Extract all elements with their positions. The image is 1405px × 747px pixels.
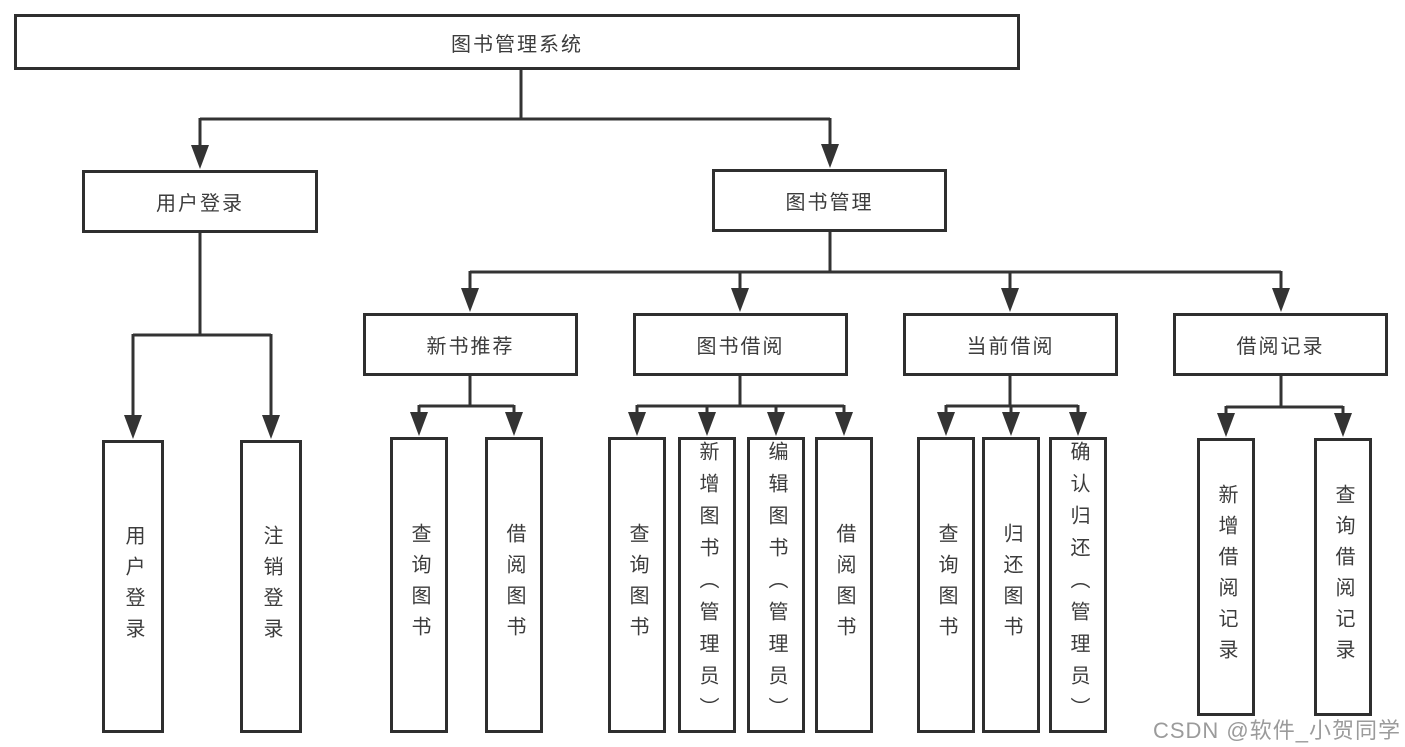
leaf-logout-label: 注销登录 (260, 524, 282, 649)
leaf-cb-return-book-label: 归还图书 (1000, 523, 1022, 647)
leaf-bb-borrow-book-label: 借阅图书 (833, 523, 855, 647)
node-new-book-rec-label: 新书推荐 (426, 336, 515, 358)
leaf-user-login-label: 用户登录 (122, 524, 144, 649)
leaf-cb-query-book: 查询图书 (917, 437, 975, 733)
leaf-br-add-record: 新增借阅记录 (1197, 438, 1255, 716)
leaf-br-query-record-label: 查询借阅记录 (1332, 484, 1354, 670)
leaf-cb-confirm-return-label: 确认归还（管理员） (1067, 441, 1089, 729)
node-book-borrow-label: 图书借阅 (696, 336, 785, 358)
leaf-bb-query-book-label: 查询图书 (626, 523, 648, 647)
leaf-bb-query-book: 查询图书 (608, 437, 666, 733)
node-borrow-records: 借阅记录 (1173, 313, 1388, 376)
node-root-label: 图书管理系统 (451, 33, 583, 56)
leaf-bb-edit-book: 编辑图书（管理员） (747, 437, 805, 733)
node-borrow-records-label: 借阅记录 (1236, 336, 1325, 358)
leaf-br-add-record-label: 新增借阅记录 (1215, 484, 1237, 670)
node-user-login-branch-label: 用户登录 (156, 193, 244, 215)
leaf-logout: 注销登录 (240, 440, 302, 733)
leaf-rec-borrow-book: 借阅图书 (485, 437, 543, 733)
leaf-rec-query-book-label: 查询图书 (408, 523, 430, 647)
leaf-bb-edit-book-label: 编辑图书（管理员） (765, 441, 787, 729)
leaf-cb-return-book: 归还图书 (982, 437, 1040, 733)
node-book-borrow: 图书借阅 (633, 313, 848, 376)
leaf-cb-query-book-label: 查询图书 (935, 523, 957, 647)
node-user-login-branch: 用户登录 (82, 170, 318, 233)
node-current-borrow-label: 当前借阅 (966, 336, 1055, 358)
arrowheads (124, 144, 1352, 439)
leaf-user-login: 用户登录 (102, 440, 164, 733)
node-new-book-rec: 新书推荐 (363, 313, 578, 376)
leaf-bb-add-book: 新增图书（管理员） (678, 437, 736, 733)
leaf-rec-borrow-book-label: 借阅图书 (503, 523, 525, 647)
node-book-mgmt-branch-label: 图书管理 (785, 192, 874, 214)
csdn-watermark: CSDN @软件_小贺同学 (1152, 718, 1401, 743)
node-current-borrow: 当前借阅 (903, 313, 1118, 376)
node-book-mgmt-branch: 图书管理 (712, 169, 947, 232)
leaf-cb-confirm-return: 确认归还（管理员） (1049, 437, 1107, 733)
node-root: 图书管理系统 (14, 14, 1020, 70)
leaf-rec-query-book: 查询图书 (390, 437, 448, 733)
leaf-bb-add-book-label: 新增图书（管理员） (696, 441, 718, 729)
leaf-br-query-record: 查询借阅记录 (1314, 438, 1372, 716)
leaf-bb-borrow-book: 借阅图书 (815, 437, 873, 733)
